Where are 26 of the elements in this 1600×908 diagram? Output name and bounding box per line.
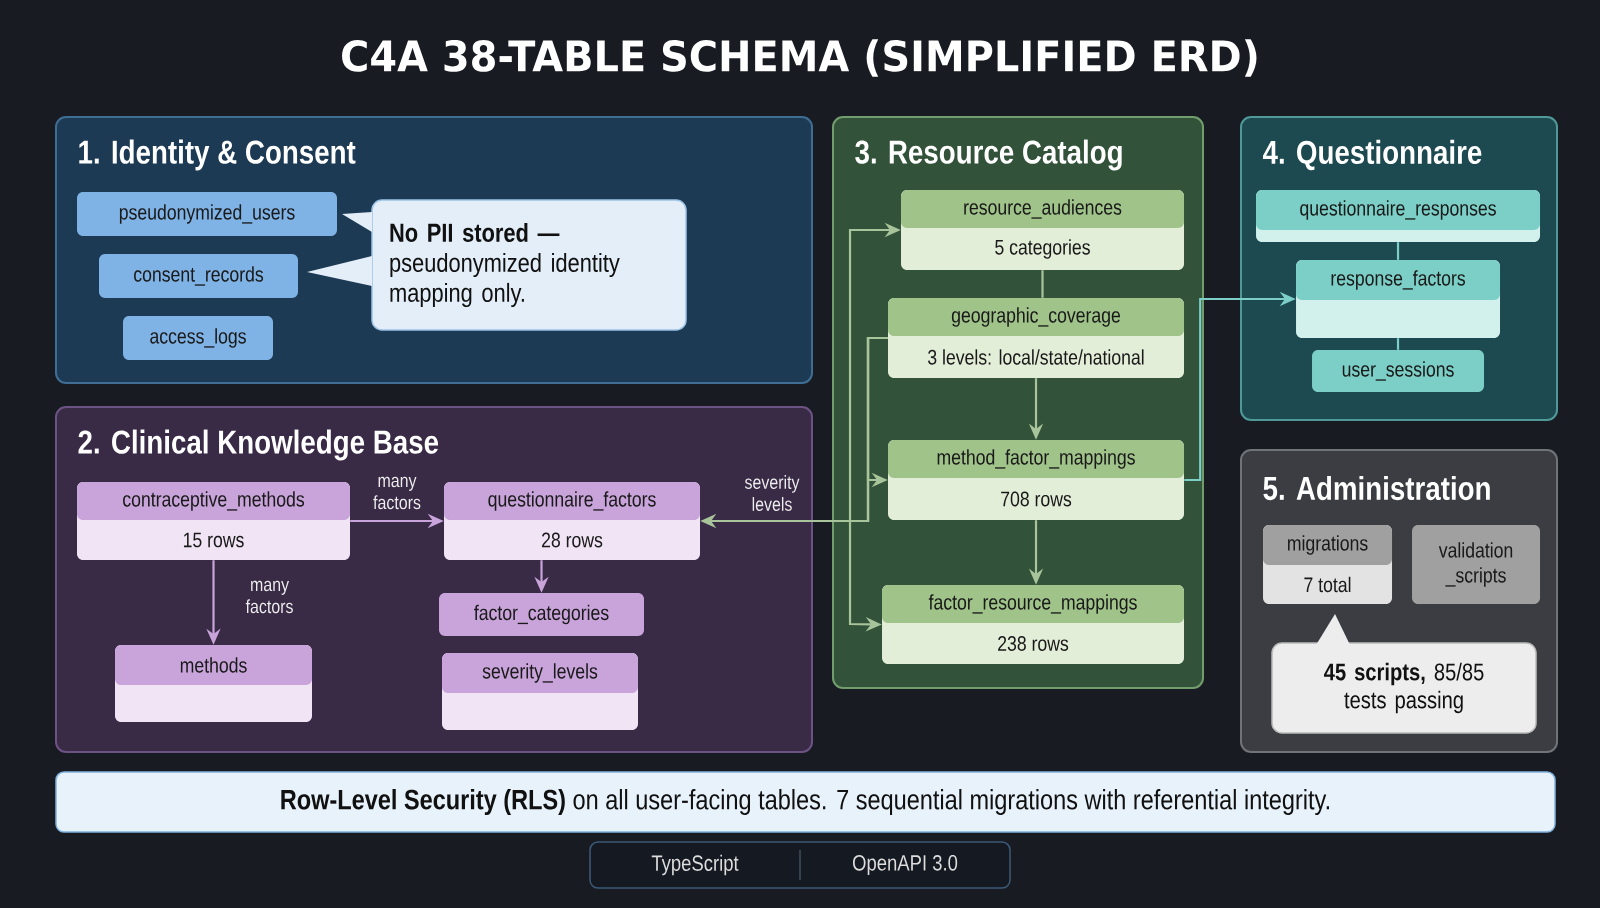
table-box: questionnaire_responses	[1256, 190, 1540, 242]
table-box: contraceptive_methods 15 rows	[77, 482, 350, 560]
edge-label: many factors	[373, 476, 421, 510]
table-box: factor_resource_mappings 238 rows	[882, 585, 1184, 664]
table-box: factor_categories	[439, 593, 644, 636]
title: C4A 38-TABLE SCHEMA (SIMPLIFIED ERD)	[342, 39, 1257, 77]
table-box: pseudonymized_users	[77, 192, 337, 236]
table-box: response_factors	[1296, 260, 1500, 338]
callout-bubble: 45 scripts, 85/85 tests passing	[1271, 614, 1537, 734]
summary-banner: Row-Level Security (RLS) on all user-facing tables. 7 sequential migrations with referential integrity.	[55, 771, 1556, 833]
tech-label: TypeScript	[651, 854, 739, 876]
edge-label: many factors	[245, 580, 293, 614]
table-box: validation _scripts	[1412, 525, 1540, 604]
table-box: method_factor_mappings 708 rows	[888, 440, 1184, 520]
edge-label: severity levels	[744, 475, 800, 511]
table-box: severity_levels	[442, 653, 638, 730]
table-box: resource_audiences 5 categories	[901, 190, 1184, 270]
callout-bubble: No PII stored — pseudonymized identity mapping only.	[307, 199, 687, 331]
table-box: user_sessions	[1312, 350, 1484, 392]
table-box: methods	[115, 645, 312, 722]
tech-label: OpenAPI 3.0	[853, 855, 958, 875]
table-box: geographic_coverage 3 levels: local/state/national	[888, 298, 1184, 378]
table-box: migrations 7 total	[1263, 525, 1392, 604]
table-box: consent_records	[99, 254, 298, 298]
table-box: questionnaire_factors 28 rows	[444, 482, 700, 560]
table-box: access_logs	[123, 316, 273, 360]
